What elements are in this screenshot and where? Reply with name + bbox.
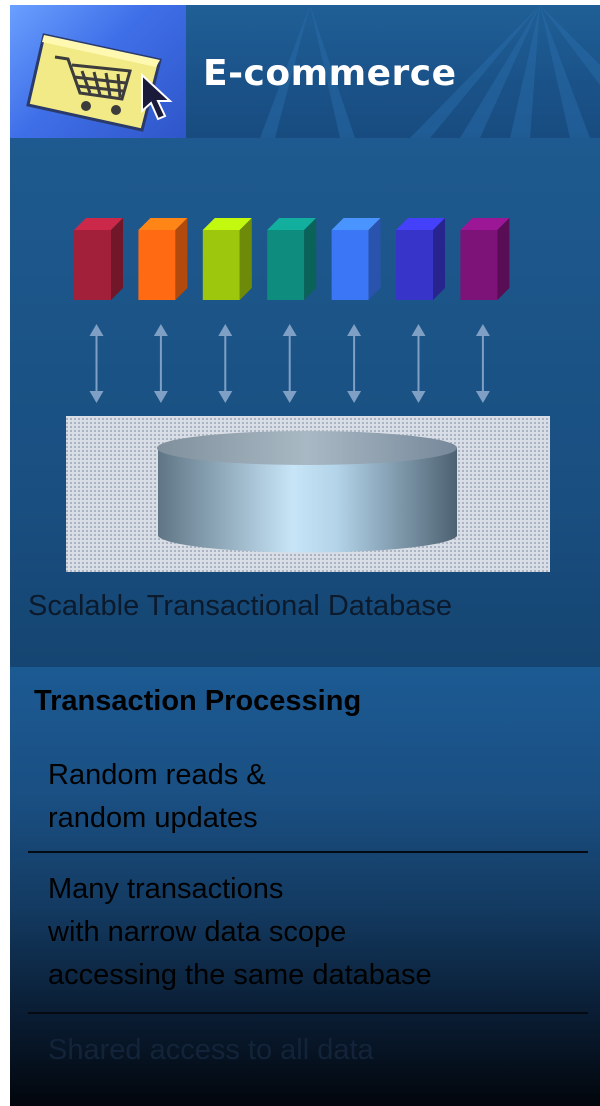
divider [28,851,588,853]
ecommerce-panel: E-commerce [10,5,600,1106]
database-diagram: Scalable Transactional Database [10,138,600,667]
logo-tile [10,5,186,138]
double-arrow-icon [89,324,104,403]
double-arrow-icon [475,324,490,403]
list-item-many-transactions: Many transactions with narrow data scope… [48,868,432,997]
database-caption: Scalable Transactional Database [28,590,452,622]
double-arrow-icon [218,324,233,403]
block-orange [138,218,188,300]
page-title: E-commerce [203,53,457,94]
list-item-line: with narrow data scope [48,916,347,948]
list-item-random-access: Random reads & random updates [48,754,266,840]
block-teal [267,218,317,300]
divider [28,1012,588,1014]
cursor-arrow-icon [141,73,173,121]
block-lime [202,218,252,300]
block-red [74,218,123,300]
double-arrow-icon [153,324,168,403]
section-title: Transaction Processing [34,685,362,717]
list-item-shared-access: Shared access to all data [48,1029,374,1072]
list-item-line: random updates [48,802,258,834]
double-arrow-icon [411,324,426,403]
block-purple [460,218,510,300]
double-arrow-icon [347,324,362,403]
block-indigo [396,218,445,300]
list-item-line: Random reads & [48,759,266,791]
double-arrow-icon [282,324,297,403]
transaction-processing-section: Transaction Processing Random reads & ra… [10,667,600,1106]
header-rays-decoration [260,5,600,138]
list-item-line: Many transactions [48,873,284,905]
list-item-line: accessing the same database [48,959,432,991]
shopping-cart-icon [26,33,162,132]
list-item-line: Shared access to all data [48,1034,374,1066]
database-cylinder-icon [157,431,457,553]
block-blue [331,218,381,300]
header-banner: E-commerce [10,5,600,138]
diagram-canvas [66,218,550,572]
